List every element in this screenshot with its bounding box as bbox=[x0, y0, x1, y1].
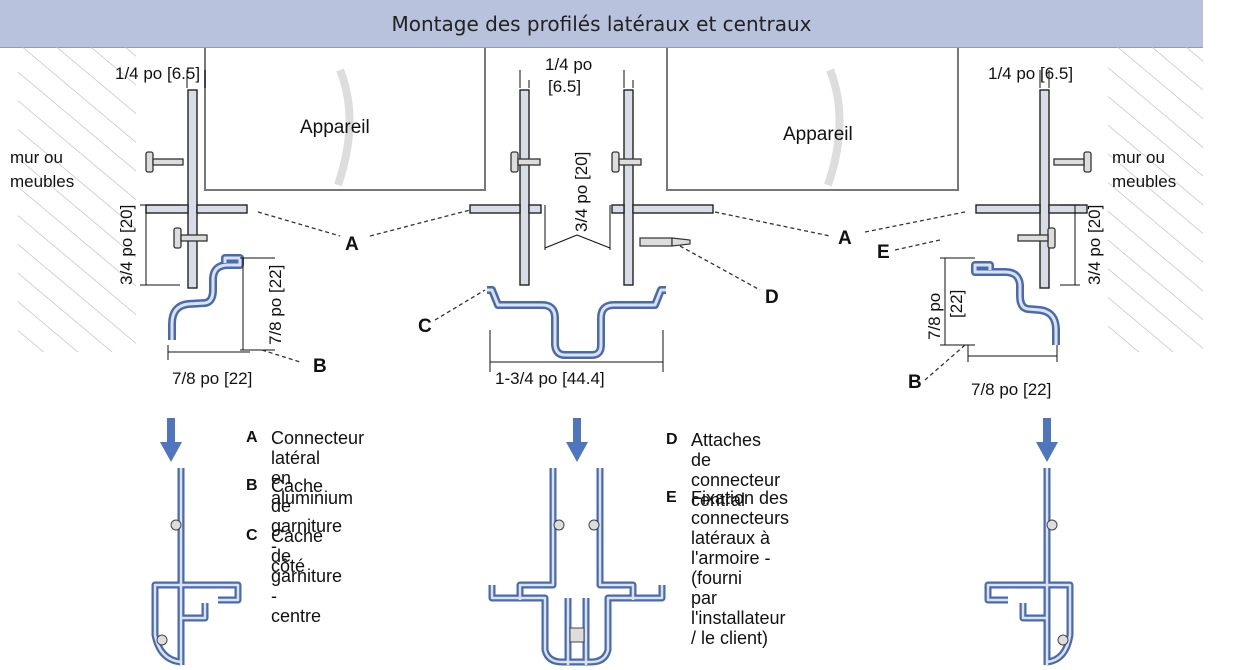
callout-a-right: A bbox=[838, 228, 852, 249]
dim-center-quarter: 1/4 po bbox=[545, 55, 592, 74]
dim-right-quarter: 1/4 po [6.5] bbox=[988, 64, 1073, 83]
callout-c: C bbox=[418, 316, 432, 337]
dimension-lines-right bbox=[940, 70, 1080, 362]
title-banner: Montage des profilés latéraux et centrau… bbox=[0, 0, 1203, 48]
wall-right-label-2: meubles bbox=[1112, 172, 1176, 191]
wall-left bbox=[18, 47, 136, 352]
trim-cover-side-left bbox=[168, 254, 244, 340]
appliance-left-label: Appareil bbox=[300, 117, 370, 138]
dim-right-three-quarter: 3/4 po [20] bbox=[1085, 205, 1104, 285]
assembled-profile-left bbox=[151, 468, 242, 666]
dim-left-quarter: 1/4 po [6.5] bbox=[115, 64, 200, 83]
dim-right-seven-eighth-v: 7/8 po bbox=[925, 293, 944, 340]
trim-cover-side-right bbox=[971, 261, 1060, 345]
screw-icon bbox=[145, 151, 208, 249]
page-title: Montage des profilés latéraux et centrau… bbox=[391, 12, 812, 36]
dim-center-width: 1-3/4 po [44.4] bbox=[495, 369, 605, 388]
callout-leaders bbox=[257, 209, 966, 381]
screw-icon bbox=[1017, 151, 1092, 249]
screw-icon bbox=[510, 151, 642, 173]
fastener-d-icon bbox=[639, 237, 691, 247]
dim-right-22: [22] bbox=[947, 290, 966, 318]
dim-left-seven-eighth-v: 7/8 po [22] bbox=[266, 265, 285, 345]
wall-right bbox=[1108, 47, 1203, 352]
down-arrow-icon bbox=[160, 418, 1058, 462]
dim-center-quarter-mm: [6.5] bbox=[548, 77, 581, 96]
callout-d: D bbox=[765, 287, 779, 308]
callout-b-left: B bbox=[313, 356, 327, 377]
dimension-lines-center bbox=[489, 70, 664, 372]
trim-cover-center bbox=[487, 286, 666, 359]
center-connectors bbox=[469, 89, 714, 286]
dimension-lines-left bbox=[140, 70, 275, 360]
assembled-profile-right bbox=[984, 468, 1074, 666]
dim-left-three-quarter: 3/4 po [20] bbox=[117, 205, 136, 285]
dim-center-three-quarter: 3/4 po [20] bbox=[572, 152, 591, 232]
appliance-right-outline bbox=[666, 48, 959, 191]
dim-left-seven-eighth-h: 7/8 po [22] bbox=[172, 369, 252, 388]
callout-b-right: B bbox=[908, 372, 922, 393]
callout-e: E bbox=[877, 242, 890, 263]
dim-right-seven-eighth-h: 7/8 po [22] bbox=[971, 380, 1051, 399]
appliance-left-outline bbox=[204, 48, 486, 191]
side-connector-right bbox=[975, 89, 1088, 289]
wall-right-label-1: mur ou bbox=[1112, 148, 1165, 167]
assembled-profile-center bbox=[488, 468, 666, 666]
callout-a-left: A bbox=[345, 234, 359, 255]
appliance-right-label: Appareil bbox=[783, 124, 853, 145]
wall-left-label-2: meubles bbox=[10, 172, 74, 191]
wall-left-label-1: mur ou bbox=[10, 148, 63, 167]
